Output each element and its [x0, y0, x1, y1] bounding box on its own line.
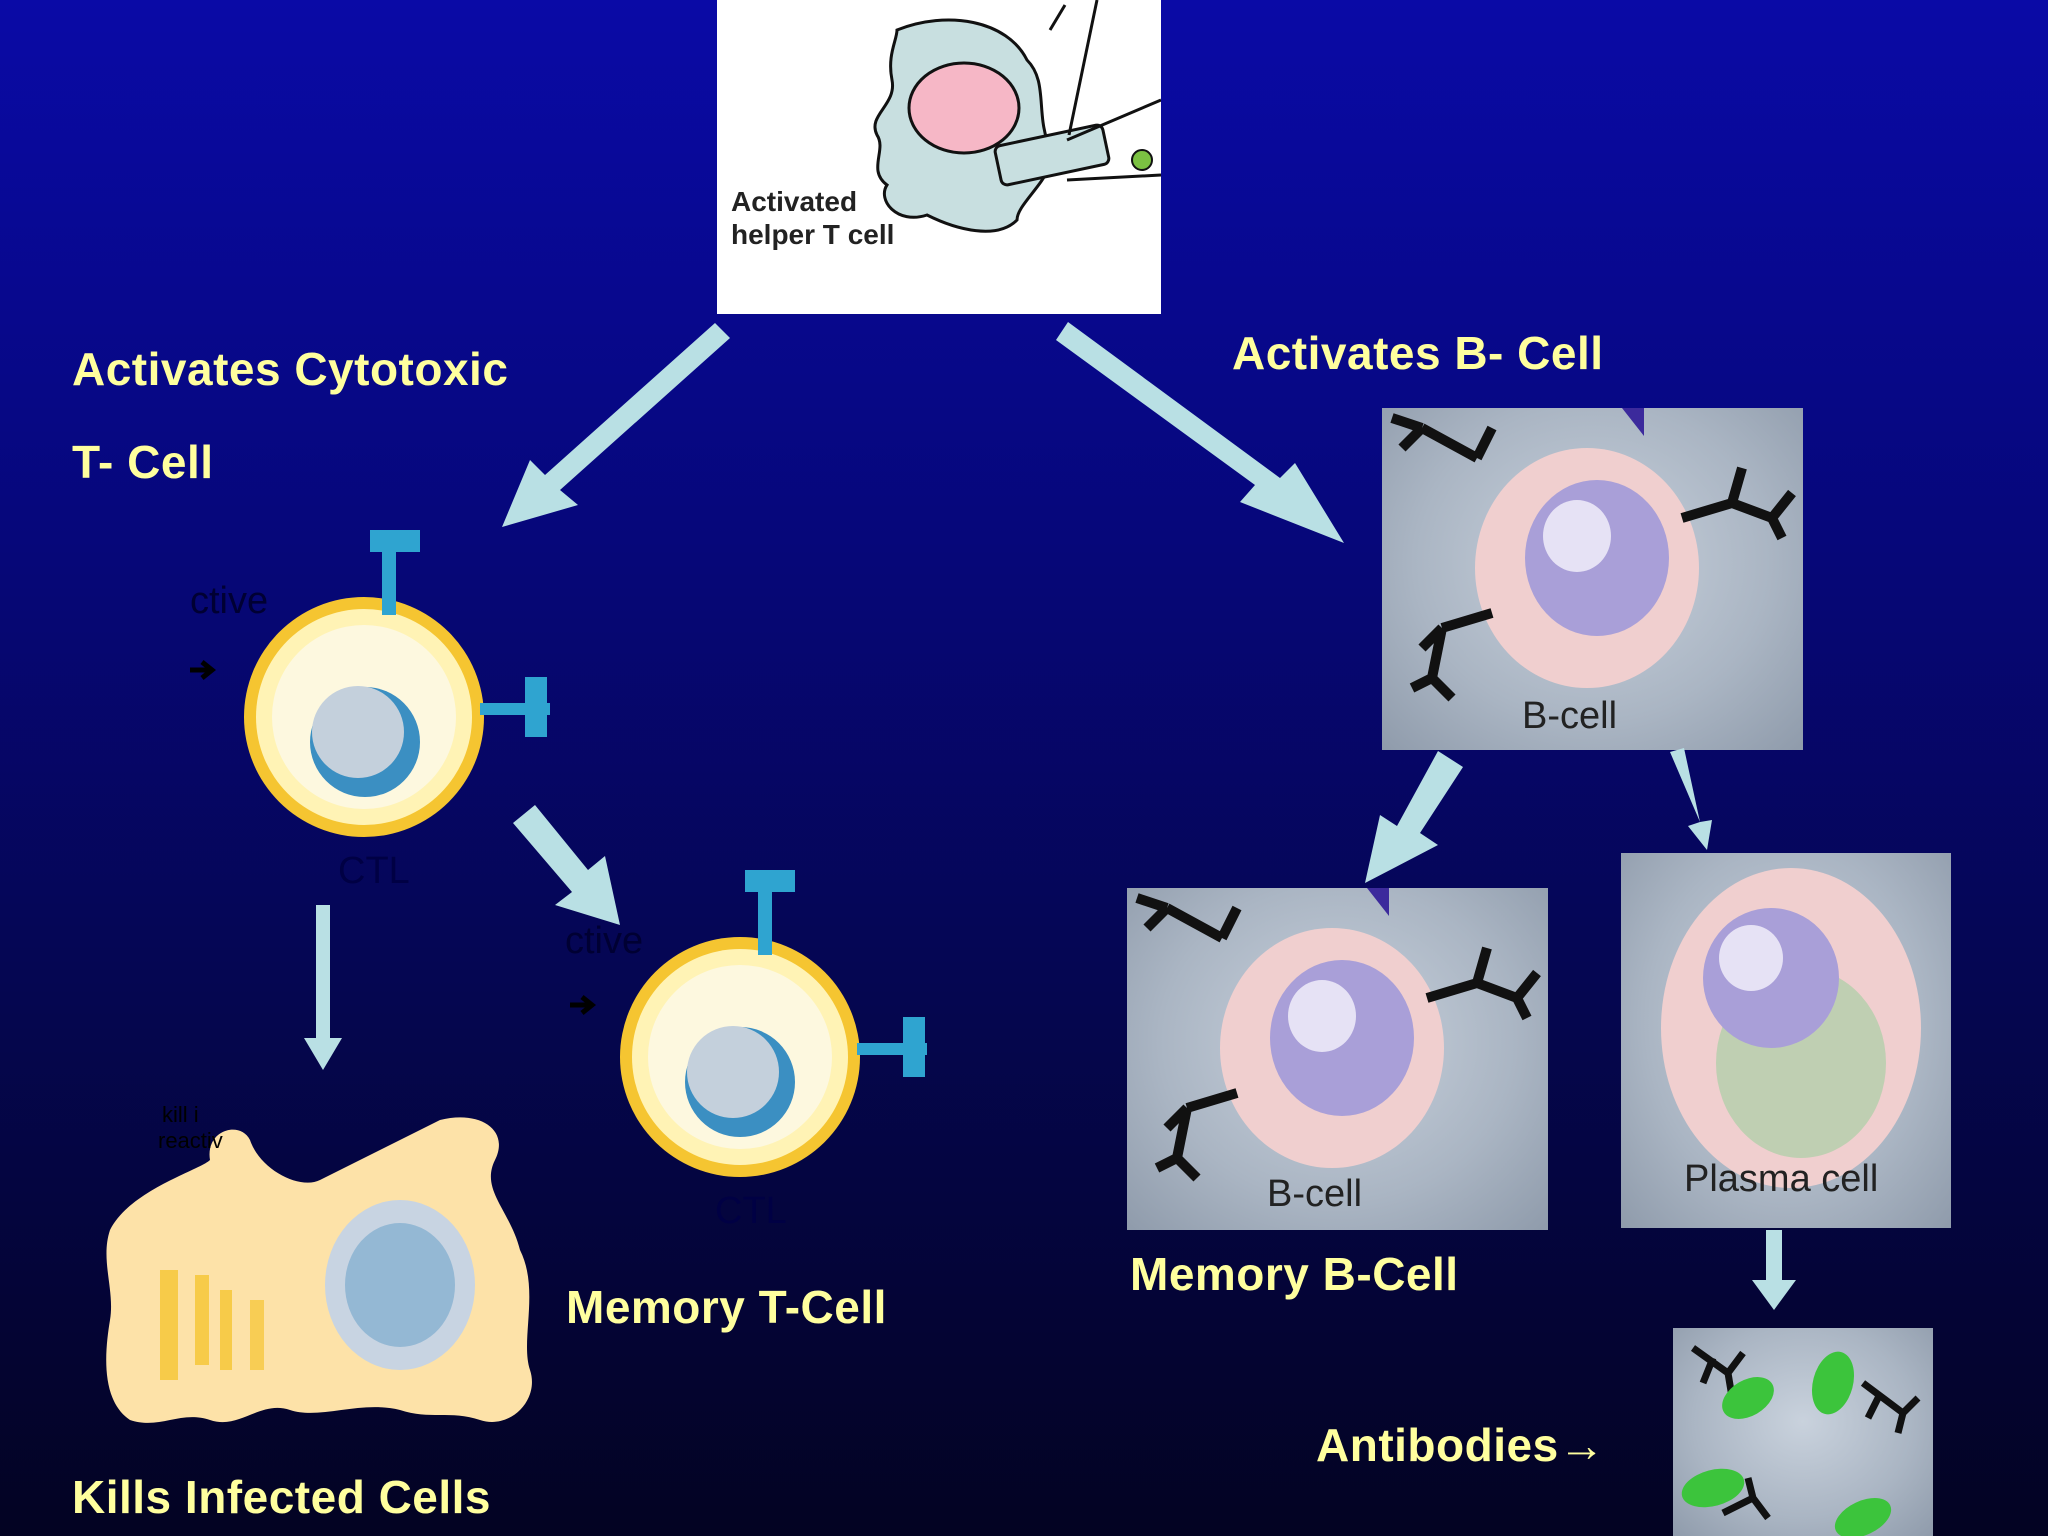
memory-b-cell-panel: B-cell: [1127, 888, 1548, 1230]
antibodies-panel: [1673, 1328, 1933, 1536]
b-cell-panel: B-cell: [1382, 408, 1803, 750]
memory-b-cell-caption: B-cell: [1267, 1173, 1363, 1215]
helper-t-cell-illustration: [873, 0, 1161, 233]
memory-b-cell-illustration: [1135, 888, 1541, 1182]
ctl-fragment-text: ctive: [190, 580, 269, 622]
ctl-illustration: [190, 530, 550, 837]
infected-fragment-2: reactiv: [158, 1128, 223, 1153]
label-kills-infected-cells: Kills Infected Cells: [72, 1471, 492, 1523]
label-memory-b-cell: Memory B-Cell: [1130, 1248, 1459, 1300]
ctl-caption: CTL: [338, 850, 410, 892]
helper-caption-line1: Activated: [731, 186, 858, 217]
infected-cell-illustration: [106, 1117, 532, 1423]
label-t-cell: T- Cell: [72, 436, 214, 488]
infected-cell: kill i reactiv: [100, 1100, 550, 1440]
antibodies-illustration: [1681, 1345, 1921, 1536]
ctl-memory-fragment-text: ctive: [565, 920, 644, 962]
helper-caption-line2: helper T cell: [731, 219, 895, 250]
b-cell-caption: B-cell: [1522, 695, 1618, 737]
label-memory-t-cell: Memory T-Cell: [566, 1281, 887, 1333]
label-activates-cytotoxic: Activates Cytotoxic: [72, 343, 509, 395]
plasma-cell-illustration: [1661, 868, 1921, 1188]
ctl-cell: ctive CTL: [180, 520, 560, 900]
label-activates-b-cell: Activates B- Cell: [1232, 327, 1604, 379]
plasma-cell-caption: Plasma cell: [1684, 1158, 1879, 1200]
b-cell-illustration: [1390, 408, 1796, 702]
infected-fragment-1: kill i: [162, 1102, 199, 1127]
helper-t-cell-panel: Activated helper T cell: [717, 0, 1161, 314]
label-antibodies: Antibodies→: [1316, 1419, 1606, 1471]
memory-t-illustration: [570, 870, 927, 1177]
ctl-memory-caption: CTL: [715, 1190, 787, 1232]
plasma-cell-panel: Plasma cell: [1621, 853, 1951, 1228]
memory-t-cell: ctive CTL: [555, 860, 935, 1240]
